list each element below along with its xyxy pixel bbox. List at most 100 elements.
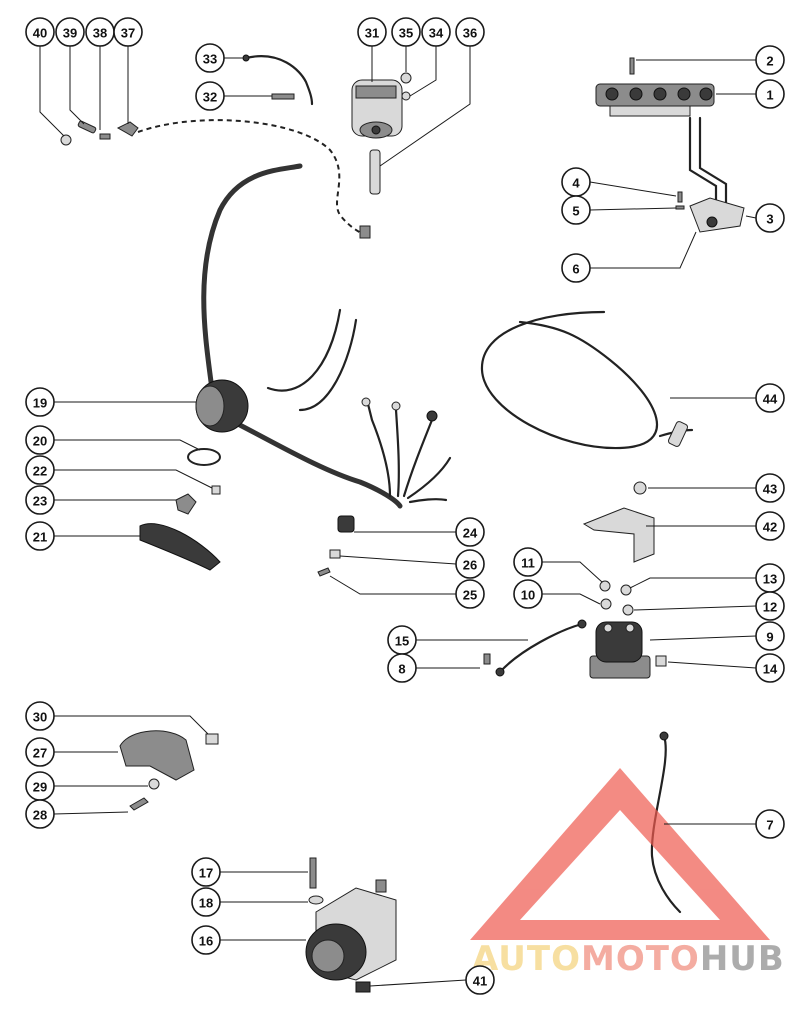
callout-label-1: 1	[766, 88, 773, 103]
part-washer-34	[401, 91, 411, 101]
part-relay-9	[589, 621, 651, 679]
part-washer-29	[148, 778, 160, 790]
callout-label-9: 9	[766, 630, 773, 645]
leader-line-3	[745, 215, 757, 219]
leader-line-39	[69, 46, 85, 125]
callout-35: 35	[391, 17, 421, 47]
leader-line-6	[590, 231, 697, 269]
callout-10: 10	[513, 579, 543, 609]
callout-19: 19	[25, 387, 55, 417]
part-solenoid-31	[351, 79, 403, 139]
callout-circle-41	[465, 965, 495, 995]
part-nut-13	[620, 584, 632, 596]
callout-label-12: 12	[763, 600, 777, 615]
callout-40: 40	[25, 17, 55, 47]
callout-label-26: 26	[463, 558, 477, 573]
leader-line-20	[54, 439, 201, 451]
part-screw-14	[655, 655, 667, 667]
leader-line-25	[329, 575, 456, 595]
callout-34: 34	[421, 17, 451, 47]
callout-circle-37	[113, 17, 143, 47]
part-screw-8	[483, 653, 491, 665]
callout-label-14: 14	[763, 662, 778, 677]
leader-line-4	[589, 181, 677, 197]
wire-dashed-top	[137, 119, 367, 237]
callout-circle-17	[191, 857, 221, 887]
watermark-triangle-icon	[470, 768, 770, 940]
callout-label-27: 27	[33, 746, 47, 761]
leader-line-9	[649, 635, 757, 641]
callout-label-20: 20	[33, 434, 47, 449]
part-screw-4	[677, 191, 683, 203]
callout-label-23: 23	[33, 494, 47, 509]
watermark: AUTOMOTOHUB	[470, 768, 785, 979]
callout-circle-14	[755, 653, 785, 683]
part-connector-36	[359, 149, 381, 239]
part-wire-44	[480, 310, 659, 450]
callout-29: 29	[25, 771, 55, 801]
callout-37: 37	[113, 17, 143, 47]
callout-label-38: 38	[93, 26, 107, 41]
callout-7: 7	[755, 809, 785, 839]
callout-circle-21	[25, 521, 55, 551]
part-cable-15	[498, 622, 584, 674]
callout-3: 3	[755, 203, 785, 233]
callout-label-30: 30	[33, 710, 47, 725]
callout-circle-31	[357, 17, 387, 47]
watermark-moto: MOTO	[581, 939, 700, 979]
leader-line-5	[589, 207, 677, 211]
callout-label-5: 5	[572, 204, 579, 219]
callout-11: 11	[513, 547, 543, 577]
callout-label-31: 31	[365, 26, 379, 41]
callout-4: 4	[561, 167, 591, 197]
callout-label-19: 19	[33, 396, 47, 411]
callout-circle-5	[561, 195, 591, 225]
part-screw-2	[629, 57, 635, 75]
part-clamp-27	[119, 730, 195, 781]
part-screw-38	[99, 133, 111, 140]
part-nut-11	[599, 580, 611, 592]
callout-20: 20	[25, 425, 55, 455]
callout-label-28: 28	[33, 808, 47, 823]
part-screw-28	[129, 797, 149, 811]
callout-circle-27	[25, 737, 55, 767]
callout-label-18: 18	[199, 896, 213, 911]
callout-label-29: 29	[33, 780, 47, 795]
callout-17: 17	[191, 857, 221, 887]
callout-39: 39	[55, 17, 85, 47]
leader-line-34	[409, 46, 437, 97]
callout-label-7: 7	[766, 818, 773, 833]
callout-label-41: 41	[473, 974, 487, 989]
callout-27: 27	[25, 737, 55, 767]
callout-label-16: 16	[199, 934, 213, 949]
leader-line-36	[379, 46, 471, 167]
callout-circle-16	[191, 925, 221, 955]
part-clip-39	[77, 120, 97, 134]
part-bracket-21	[139, 523, 221, 571]
callout-label-4: 4	[572, 176, 580, 191]
callout-circle-12	[755, 591, 785, 621]
part-washer-10	[600, 598, 612, 610]
part-oring-20	[187, 448, 221, 466]
part-leads-3	[688, 116, 718, 212]
part-switch-3	[689, 197, 745, 233]
leader-line-30	[54, 715, 209, 735]
callout-circle-10	[513, 579, 543, 609]
callout-label-44: 44	[763, 392, 778, 407]
callout-14: 14	[755, 653, 785, 683]
part-screw-25	[317, 567, 331, 577]
callout-label-25: 25	[463, 588, 477, 603]
callout-circle-26	[455, 549, 485, 579]
callout-circle-40	[25, 17, 55, 47]
callout-circle-34	[421, 17, 451, 47]
callout-42: 42	[755, 511, 785, 541]
callout-label-42: 42	[763, 520, 777, 535]
callout-circle-8	[387, 653, 417, 683]
part-nut-40	[60, 134, 72, 146]
leader-line-10	[542, 593, 601, 605]
callout-32: 32	[195, 81, 225, 111]
watermark-hub: HUB	[700, 939, 785, 979]
callout-label-17: 17	[199, 866, 213, 881]
